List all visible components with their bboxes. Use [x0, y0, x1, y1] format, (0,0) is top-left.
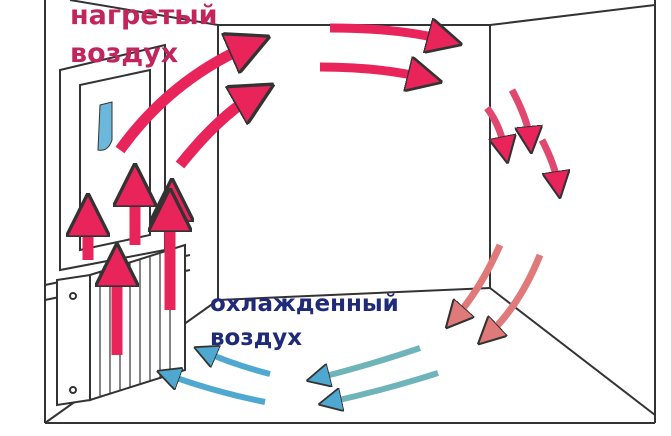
cooling-arrow-5 — [488, 253, 544, 335]
warm-air-label-line1: нагретый — [70, 0, 218, 31]
cool-arrow-4 — [168, 375, 266, 405]
cooling-arrow-2 — [484, 105, 505, 150]
cool-arrow-3 — [205, 352, 271, 377]
warm-arrow-diag-2 — [175, 95, 255, 169]
cooling-arrow-3 — [538, 138, 558, 185]
warm-air-arrows — [88, 28, 445, 355]
cool-arrow-2 — [330, 370, 439, 402]
cooling-arrow-1 — [508, 88, 530, 140]
warm-arrow-diag-1 — [115, 45, 250, 154]
cool-air-arrows — [168, 345, 439, 405]
cooling-air-arrows — [455, 88, 558, 335]
cool-arrow-1 — [318, 345, 421, 378]
warm-arrow-top-2 — [319, 67, 425, 78]
cool-air-label-line2: воздух — [210, 325, 303, 351]
cooling-arrow-4 — [455, 243, 504, 318]
cool-air-label-line1: охлажденный — [210, 291, 399, 317]
warm-air-label-line2: воздух — [70, 38, 179, 69]
warm-arrow-top-1 — [329, 28, 445, 40]
window-handle — [97, 101, 113, 151]
